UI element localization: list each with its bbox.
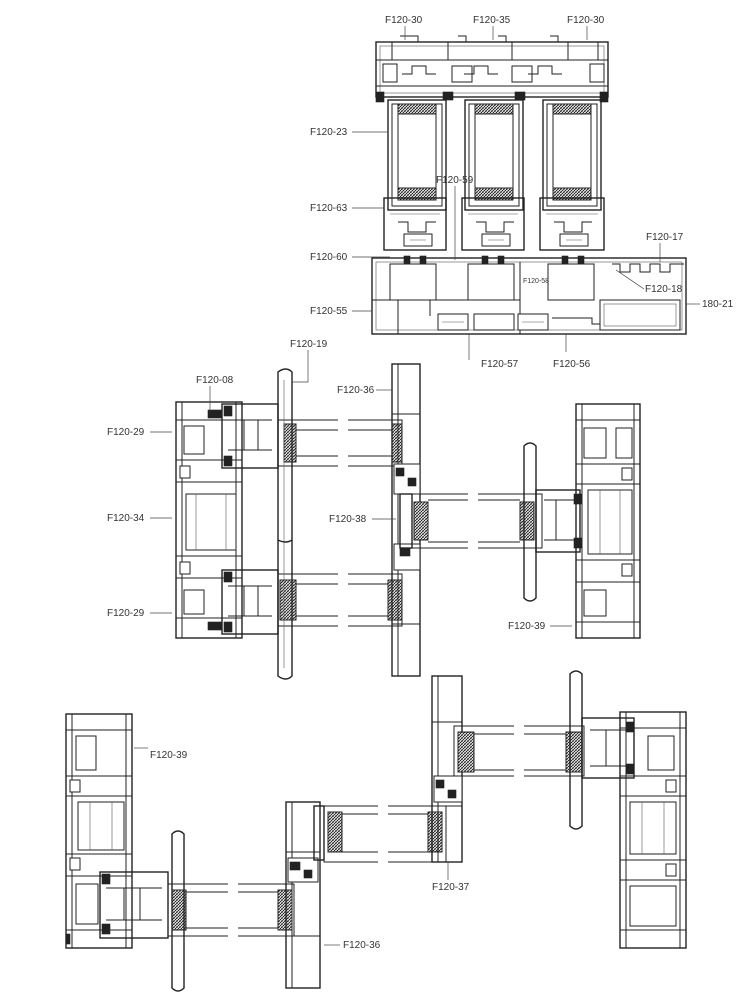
label-f120-60: F120-60 xyxy=(310,252,348,263)
label-f120-36-mid: F120-36 xyxy=(337,385,375,396)
label-f120-30-left: F120-30 xyxy=(385,15,423,26)
label-f120-19: F120-19 xyxy=(290,339,328,350)
bottom-upper-sash xyxy=(453,722,585,780)
sash-left xyxy=(387,99,447,211)
label-f120-58: F120-58 xyxy=(523,278,549,285)
label-f120-35: F120-35 xyxy=(473,15,511,26)
middle-lower-sash xyxy=(221,569,403,635)
label-f120-29-upper: F120-29 xyxy=(107,427,145,438)
label-f120-56: F120-56 xyxy=(553,359,591,370)
label-180-21: 180-21 xyxy=(702,299,734,310)
middle-f120-38-sash xyxy=(399,490,543,552)
middle-assembly: F120-19 F120-08 F120-36 F120-29 F120-34 … xyxy=(107,339,641,680)
label-f120-63: F120-63 xyxy=(310,203,348,214)
track-bottom-frame xyxy=(371,255,687,335)
bottom-assembly: F120-39 F120-37 F120-36 xyxy=(65,670,687,992)
bottom-left-sash xyxy=(99,871,295,940)
bottom-left-mullion xyxy=(171,830,185,992)
label-f120-39-bottom: F120-39 xyxy=(150,750,188,761)
bottom-f120-37-sash xyxy=(313,800,447,866)
label-f120-37: F120-37 xyxy=(432,882,470,893)
label-f120-23: F120-23 xyxy=(310,127,348,138)
label-f120-17: F120-17 xyxy=(646,232,684,243)
label-f120-34: F120-34 xyxy=(107,513,145,524)
top-frame-profile xyxy=(375,35,609,103)
label-f120-36-bottom: F120-36 xyxy=(343,940,381,951)
label-f120-38: F120-38 xyxy=(329,514,367,525)
top-assembly: F120-30 F120-35 F120-30 F120-23 F120-59 … xyxy=(310,15,734,370)
bottom-right-frame xyxy=(619,711,687,949)
bottom-right-mullion xyxy=(569,670,635,830)
label-f120-55: F120-55 xyxy=(310,306,348,317)
middle-left-frame xyxy=(175,401,243,639)
mullion-f120-19 xyxy=(277,368,293,680)
label-f120-59: F120-59 xyxy=(436,175,474,186)
middle-right-mullion xyxy=(523,442,583,602)
label-f120-08: F120-08 xyxy=(196,375,234,386)
sash-right xyxy=(542,99,602,211)
bottom-left-frame xyxy=(65,713,133,949)
label-f120-18: F120-18 xyxy=(645,284,683,295)
middle-right-frame xyxy=(575,403,641,639)
label-f120-30-right: F120-30 xyxy=(567,15,605,26)
label-f120-57: F120-57 xyxy=(481,359,519,370)
middle-upper-sash xyxy=(221,403,403,472)
sash-middle xyxy=(464,99,524,211)
label-f120-29-lower: F120-29 xyxy=(107,608,145,619)
lower-sash-rails xyxy=(383,197,605,251)
label-f120-39-mid: F120-39 xyxy=(508,621,546,632)
bottom-f120-36-column xyxy=(285,801,321,989)
